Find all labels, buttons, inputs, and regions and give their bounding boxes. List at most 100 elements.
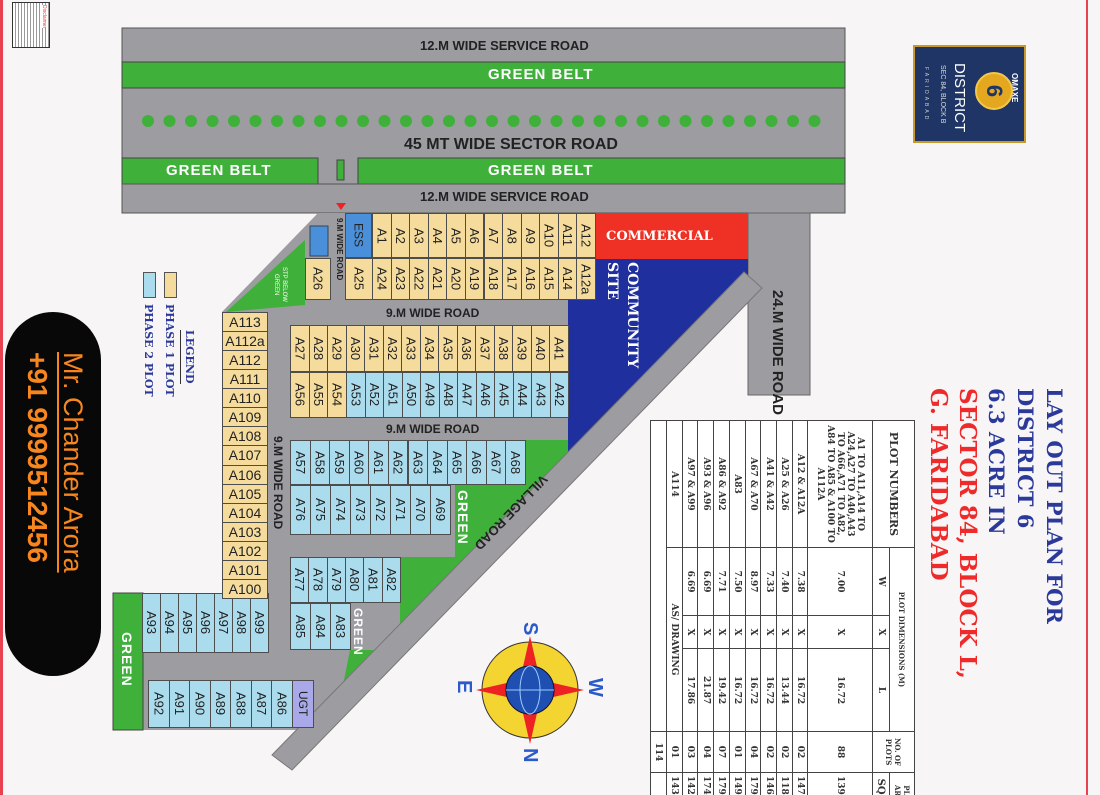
plot-a54[interactable]: A54 <box>327 372 347 418</box>
plot-a72[interactable]: A72 <box>370 485 391 535</box>
plot-a77[interactable]: A77 <box>290 557 310 603</box>
plot-a91[interactable]: A91 <box>168 680 191 728</box>
plot-a40[interactable]: A40 <box>530 325 551 372</box>
plot-a43[interactable]: A43 <box>531 372 551 418</box>
plot-a34[interactable]: A34 <box>419 325 440 372</box>
plot-a112a[interactable]: A112a <box>222 331 268 352</box>
plot-a27[interactable]: A27 <box>290 325 310 372</box>
plot-a90[interactable]: A90 <box>189 680 211 728</box>
plot-a47[interactable]: A47 <box>457 372 477 418</box>
plot-a36[interactable]: A36 <box>456 325 477 372</box>
plot-a11[interactable]: A11 <box>557 213 578 258</box>
plot-a12a[interactable]: A12a <box>576 258 596 300</box>
plot-a70[interactable]: A70 <box>410 485 431 535</box>
plot-a113[interactable]: A113 <box>222 312 268 333</box>
plot-a17[interactable]: A17 <box>502 258 522 300</box>
plot-a79[interactable]: A79 <box>326 557 346 603</box>
plot-a24[interactable]: A24 <box>372 258 392 300</box>
plot-a38[interactable]: A38 <box>493 325 514 372</box>
plot-a15[interactable]: A15 <box>539 258 559 300</box>
plot-a29[interactable]: A29 <box>327 325 347 372</box>
plot-a107[interactable]: A107 <box>222 445 268 466</box>
plot-a2[interactable]: A2 <box>390 213 411 258</box>
plot-a48[interactable]: A48 <box>438 372 458 418</box>
plot-a56[interactable]: A56 <box>290 372 310 418</box>
plot-a108[interactable]: A108 <box>222 426 268 447</box>
plot-a67[interactable]: A67 <box>485 440 507 485</box>
plot-a12[interactable]: A12 <box>576 213 596 258</box>
plot-a69[interactable]: A69 <box>430 485 451 535</box>
plot-a4[interactable]: A4 <box>427 213 448 258</box>
plot-a92[interactable]: A92 <box>148 680 170 728</box>
plot-a64[interactable]: A64 <box>427 440 448 485</box>
plot-a60[interactable]: A60 <box>348 440 370 485</box>
plot-a39[interactable]: A39 <box>512 325 532 372</box>
plot-a84[interactable]: A84 <box>310 603 331 650</box>
plot-a5[interactable]: A5 <box>446 213 466 258</box>
plot-a19[interactable]: A19 <box>464 258 485 300</box>
plot-a103[interactable]: A103 <box>222 521 268 542</box>
plot-a97[interactable]: A97 <box>214 593 233 653</box>
plot-a58[interactable]: A58 <box>309 440 331 485</box>
plot-a61[interactable]: A61 <box>368 440 389 485</box>
plot-a99[interactable]: A99 <box>250 593 269 653</box>
plot-a85[interactable]: A85 <box>290 603 311 650</box>
plot-a33[interactable]: A33 <box>401 325 421 372</box>
plot-a20[interactable]: A20 <box>446 258 466 300</box>
plot-a88[interactable]: A88 <box>230 680 252 728</box>
plot-a65[interactable]: A65 <box>446 440 468 485</box>
plot-a74[interactable]: A74 <box>330 485 351 535</box>
plot-a16[interactable]: A16 <box>520 258 541 300</box>
plot-a110[interactable]: A110 <box>222 388 268 409</box>
plot-a59[interactable]: A59 <box>329 440 350 485</box>
plot-a98[interactable]: A98 <box>232 593 251 653</box>
plot-a26[interactable]: A26 <box>305 258 331 300</box>
plot-a51[interactable]: A51 <box>383 372 403 418</box>
plot-a101[interactable]: A101 <box>222 559 268 580</box>
plot-a3[interactable]: A3 <box>409 213 429 258</box>
plot-a10[interactable]: A10 <box>539 213 559 258</box>
plot-a81[interactable]: A81 <box>363 557 383 603</box>
plot-a104[interactable]: A104 <box>222 502 268 523</box>
plot-a71[interactable]: A71 <box>390 485 411 535</box>
plot-a100[interactable]: A100 <box>222 578 268 599</box>
plot-a63[interactable]: A63 <box>407 440 429 485</box>
plot-a22[interactable]: A22 <box>409 258 429 300</box>
plot-a89[interactable]: A89 <box>209 680 232 728</box>
plot-a21[interactable]: A21 <box>427 258 448 300</box>
plot-a53[interactable]: A53 <box>346 372 366 418</box>
plot-a102[interactable]: A102 <box>222 540 268 561</box>
plot-a94[interactable]: A94 <box>160 593 179 653</box>
plot-a55[interactable]: A55 <box>308 372 329 418</box>
plot-a82[interactable]: A82 <box>381 557 401 603</box>
plot-a52[interactable]: A52 <box>364 372 384 418</box>
plot-a8[interactable]: A8 <box>502 213 522 258</box>
plot-a28[interactable]: A28 <box>308 325 329 372</box>
plot-a30[interactable]: A30 <box>345 325 366 372</box>
plot-a1[interactable]: A1 <box>372 213 392 258</box>
plot-a112[interactable]: A112 <box>222 350 268 371</box>
plot-a23[interactable]: A23 <box>390 258 411 300</box>
plot-a68[interactable]: A68 <box>505 440 526 485</box>
plot-a111[interactable]: A111 <box>222 369 268 390</box>
plot-a93[interactable]: A93 <box>142 593 161 653</box>
plot-a73[interactable]: A73 <box>350 485 371 535</box>
plot-a83[interactable]: A83 <box>330 603 351 650</box>
plot-a109[interactable]: A109 <box>222 407 268 428</box>
plot-a7[interactable]: A7 <box>483 213 504 258</box>
plot-a75[interactable]: A75 <box>310 485 331 535</box>
plot-a25[interactable]: A25 <box>345 258 373 300</box>
contact-phone[interactable]: +91 9999512456 <box>22 352 53 563</box>
plot-a31[interactable]: A31 <box>364 325 384 372</box>
plot-a62[interactable]: A62 <box>387 440 409 485</box>
plot-a41[interactable]: A41 <box>549 325 569 372</box>
plot-a105[interactable]: A105 <box>222 483 268 504</box>
plot-a49[interactable]: A49 <box>420 372 440 418</box>
plot-a95[interactable]: A95 <box>178 593 197 653</box>
plot-a35[interactable]: A35 <box>438 325 458 372</box>
plot-a76[interactable]: A76 <box>290 485 311 535</box>
plot-a57[interactable]: A57 <box>290 440 311 485</box>
plot-a37[interactable]: A37 <box>475 325 495 372</box>
plot-a78[interactable]: A78 <box>308 557 328 603</box>
plot-a18[interactable]: A18 <box>483 258 504 300</box>
